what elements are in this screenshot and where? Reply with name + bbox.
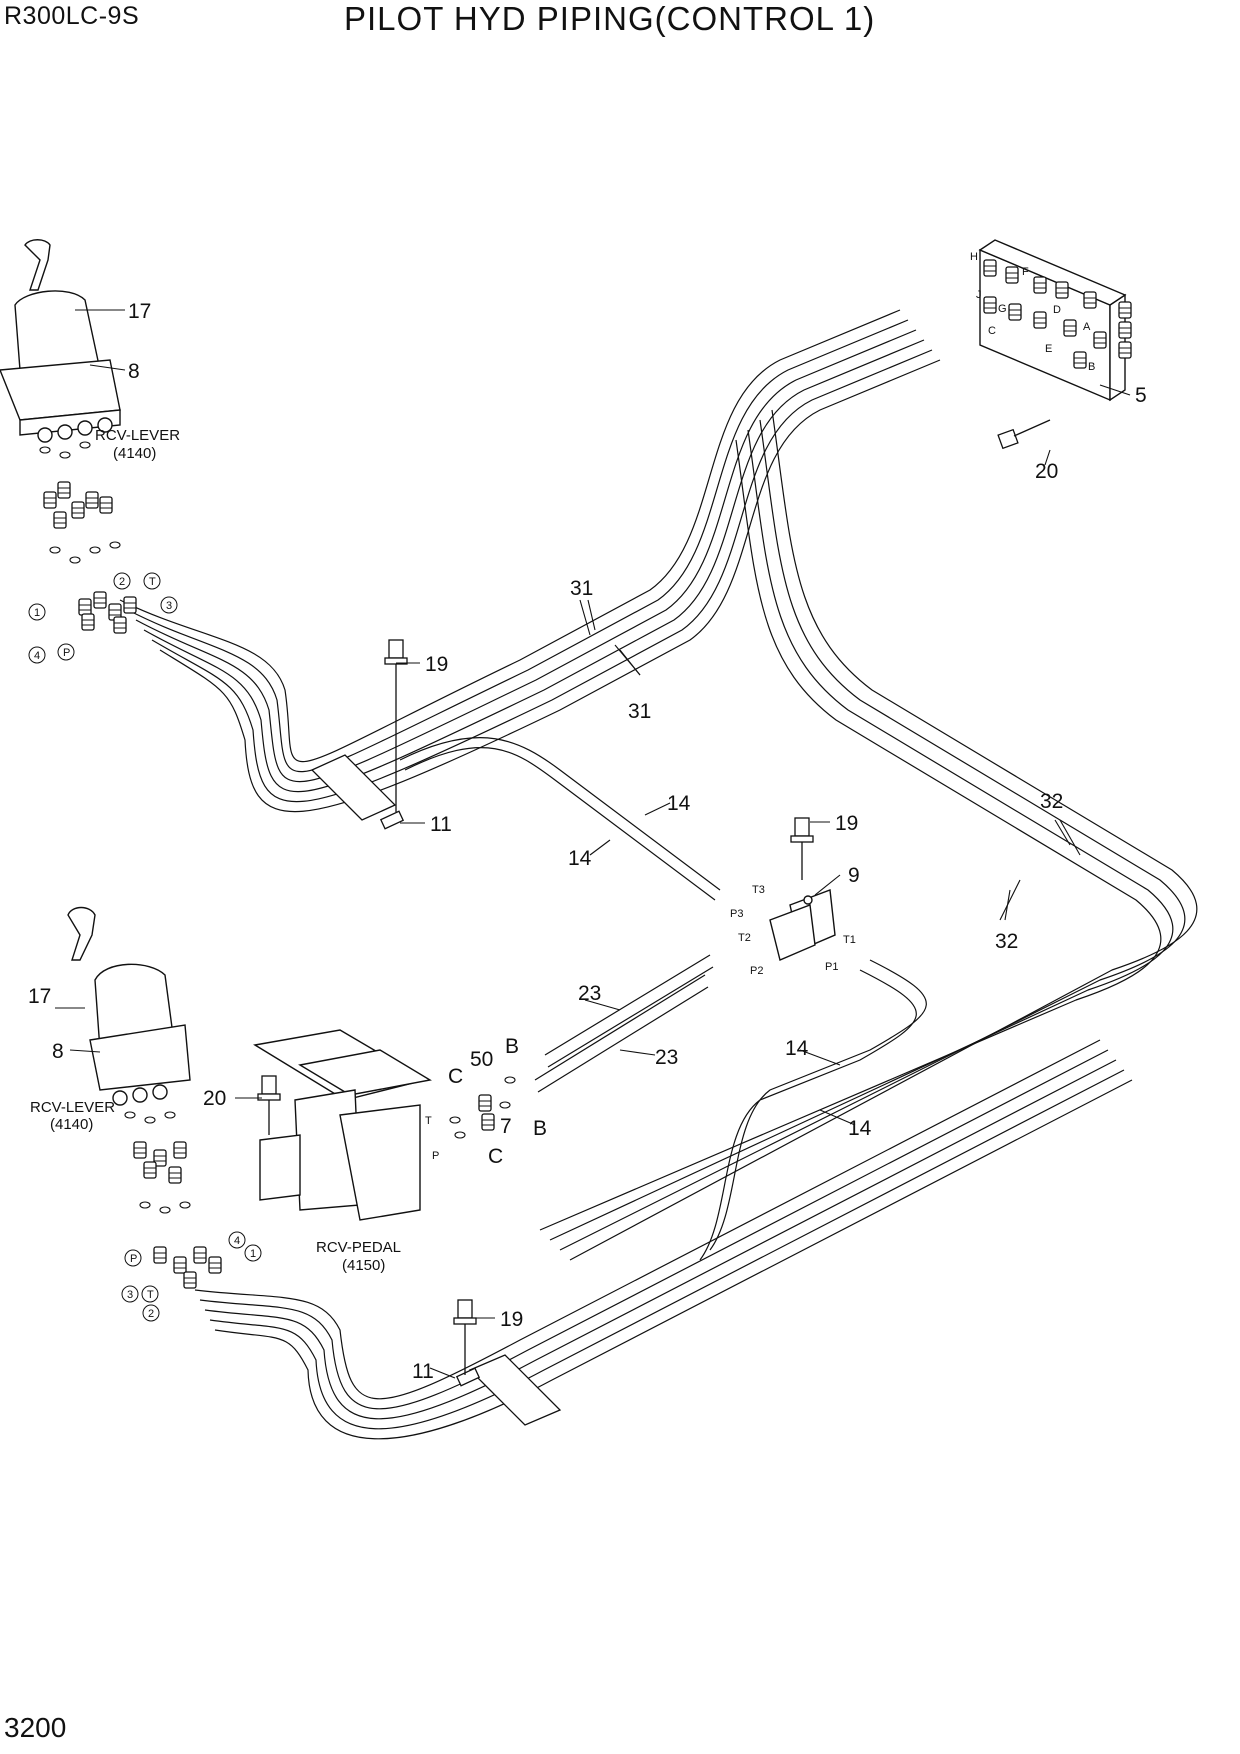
callout-14-d: 14 xyxy=(848,1117,872,1140)
callout-23-b: 23 xyxy=(655,1046,678,1069)
port-t1: T1 xyxy=(843,934,856,946)
marker-1-lower: 1 xyxy=(250,1248,256,1260)
port-f: F xyxy=(1022,266,1029,278)
marker-4-lower: 4 xyxy=(234,1235,240,1247)
lower-lever-port-markers xyxy=(121,1231,262,1322)
port-h: H xyxy=(970,251,978,263)
upper-rcv-lever xyxy=(0,239,121,443)
upper-lever-port-markers xyxy=(28,572,178,664)
callout-17-upper: 17 xyxy=(128,300,151,323)
label-rcv-pedal-code: (4150) xyxy=(342,1257,385,1274)
callout-20-upper: 20 xyxy=(1035,460,1058,483)
port-e: E xyxy=(1045,343,1052,355)
lower-rcv-lever xyxy=(67,906,191,1106)
callout-32-lower: 32 xyxy=(995,930,1018,953)
port-d: D xyxy=(1053,304,1061,316)
marker-1-upper: 1 xyxy=(34,607,40,619)
bolt-20-lower xyxy=(257,1075,281,1135)
junction-block xyxy=(769,889,836,961)
callout-50: 50 xyxy=(470,1048,493,1071)
port-c: C xyxy=(988,325,996,337)
page-title: PILOT HYD PIPING(CONTROL 1) xyxy=(344,0,876,37)
clamp-upper xyxy=(310,754,405,830)
fitting-b-top: B xyxy=(505,1035,519,1058)
callout-11-lower: 11 xyxy=(412,1360,434,1383)
marker-3-lower: 3 xyxy=(127,1289,133,1301)
fitting-c-top: C xyxy=(448,1065,463,1088)
right-hose-bundle-32 xyxy=(539,409,1198,1261)
port-t3: T3 xyxy=(752,884,765,896)
hose-14 xyxy=(399,737,927,1261)
port-j: J xyxy=(976,289,982,301)
clamp-lower xyxy=(455,1354,562,1426)
label-rcv-lever-lower: RCV-LEVER xyxy=(30,1099,115,1116)
marker-t-upper: T xyxy=(149,576,156,588)
callout-14-c: 14 xyxy=(785,1037,809,1060)
upper-hose-bundle-31 xyxy=(119,309,941,813)
port-p3: P3 xyxy=(730,908,743,920)
marker-p-lower: P xyxy=(130,1253,137,1265)
callout-23-a: 23 xyxy=(578,982,601,1005)
callout-31-upper: 31 xyxy=(570,577,593,600)
callout-17-lower: 17 xyxy=(28,985,51,1008)
marker-3-upper: 3 xyxy=(166,600,172,612)
pedal-port-p: P xyxy=(432,1150,439,1162)
callout-8-lower: 8 xyxy=(52,1040,64,1063)
callout-32-upper: 32 xyxy=(1040,790,1063,813)
bolt-19-mid xyxy=(790,817,814,880)
callout-19-mid: 19 xyxy=(835,812,858,835)
label-rcv-lever-code-lower: (4140) xyxy=(50,1116,93,1133)
callout-14-a: 14 xyxy=(667,792,691,815)
callout-20-lower: 20 xyxy=(203,1087,226,1110)
callout-19-lower: 19 xyxy=(500,1308,523,1331)
port-b: B xyxy=(1088,361,1095,373)
bolt-19-lower xyxy=(453,1299,477,1375)
callout-19-upper: 19 xyxy=(425,653,448,676)
callout-11-upper: 11 xyxy=(430,813,452,836)
upper-lever-fittings xyxy=(39,441,137,634)
marker-t-lower: T xyxy=(147,1289,154,1301)
label-rcv-lever-upper: RCV-LEVER xyxy=(95,427,180,444)
label-rcv-pedal: RCV-PEDAL xyxy=(316,1239,401,1256)
callout-14-b: 14 xyxy=(568,847,592,870)
hose-23 xyxy=(534,954,714,1093)
callout-9: 9 xyxy=(848,864,860,887)
valve-block xyxy=(978,239,1127,402)
fitting-b-bottom: B xyxy=(533,1117,547,1140)
callout-8-upper: 8 xyxy=(128,360,140,383)
bolt-20-upper xyxy=(997,419,1051,450)
rcv-pedal xyxy=(253,1029,432,1221)
marker-2-upper: 2 xyxy=(119,576,125,588)
port-p1: P1 xyxy=(825,961,838,973)
lower-hose-bundle xyxy=(194,1039,1133,1440)
callout-7: 7 xyxy=(500,1115,512,1138)
fitting-c-bottom: C xyxy=(488,1145,503,1168)
leader-lines xyxy=(55,309,1131,1379)
callout-31-lower: 31 xyxy=(628,700,651,723)
page-number: 3200 xyxy=(4,1712,67,1743)
port-g: G xyxy=(998,303,1007,315)
label-rcv-lever-code-upper: (4140) xyxy=(113,445,156,462)
marker-2-lower: 2 xyxy=(148,1308,154,1320)
marker-p-upper: P xyxy=(63,647,70,659)
bolt-19-upper xyxy=(384,639,408,812)
port-p2: P2 xyxy=(750,965,763,977)
port-a: A xyxy=(1083,321,1091,333)
callout-5: 5 xyxy=(1135,384,1147,407)
pedal-port-t: T xyxy=(425,1115,432,1127)
marker-4-upper: 4 xyxy=(34,650,40,662)
port-t2: T2 xyxy=(738,932,751,944)
model-number: R300LC-9S xyxy=(4,2,140,30)
